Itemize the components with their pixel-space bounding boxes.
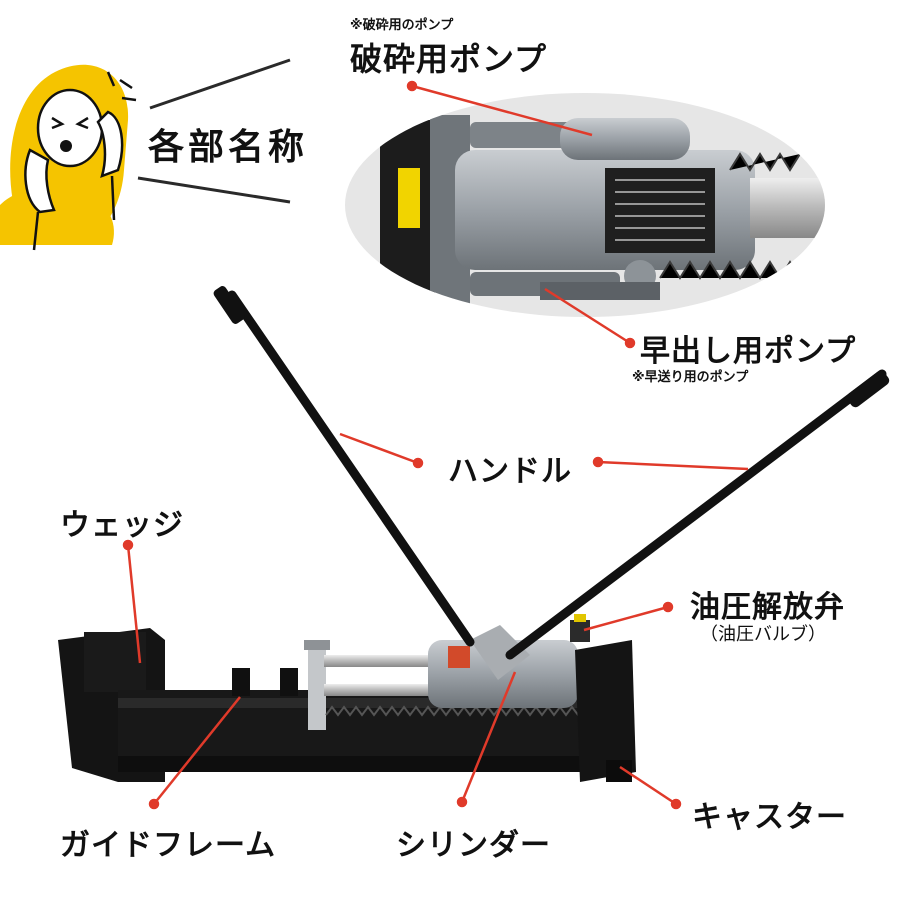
fast-pump-label: 早出し用ポンプ [640, 334, 857, 369]
guide-frame-label: ガイドフレーム [60, 828, 277, 863]
release-valve-label: 油圧解放弁 [690, 590, 845, 625]
shouting-woman-icon [0, 64, 137, 251]
handle-label: ハンドル [448, 454, 572, 489]
page-title: 各部名称 [148, 127, 309, 168]
handle-left [227, 290, 475, 647]
pump-closeup-inset [345, 93, 825, 317]
handle-right [505, 369, 887, 660]
crush-pump-note: ※破砕用のポンプ [350, 18, 454, 33]
cylinder-label: シリンダー [396, 828, 551, 863]
release-valve-note: （油圧バルブ） [700, 624, 826, 645]
splitter-body [58, 614, 636, 782]
wedge-label: ウェッジ [60, 508, 184, 543]
fast-pump-note: ※早送り用のポンプ [632, 370, 749, 385]
title-divider-bottom [137, 176, 291, 204]
caster-label: キャスター [692, 800, 847, 835]
crush-pump-label: 破砕用ポンプ [350, 40, 548, 78]
callout-lines [122, 80, 749, 810]
title-divider-top [149, 58, 291, 110]
